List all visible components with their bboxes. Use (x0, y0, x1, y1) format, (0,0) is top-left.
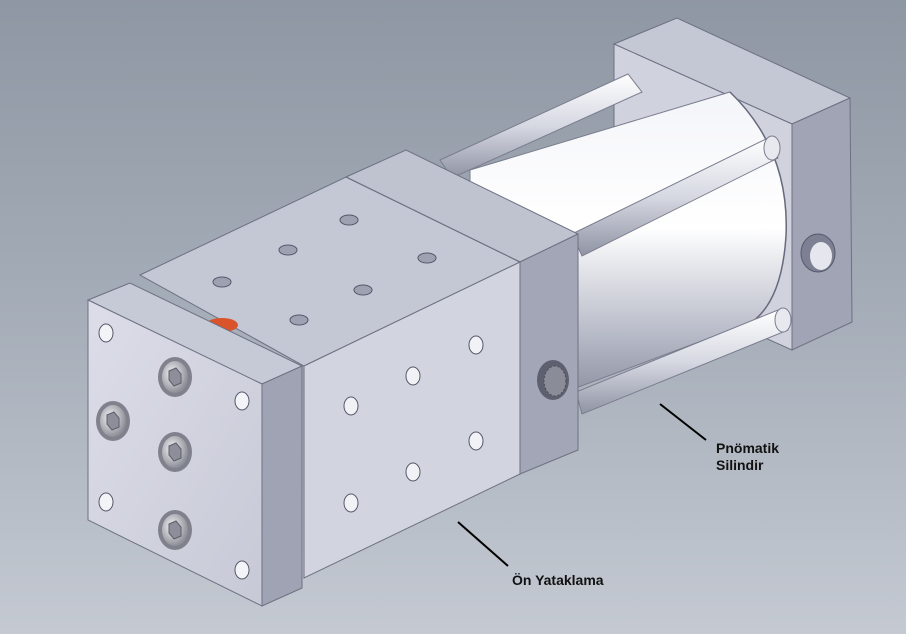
hex-socket-screws (96, 357, 192, 550)
front-bearing-block (138, 149, 580, 579)
screw-icon (158, 510, 192, 550)
label-pneumatic-cylinder-line2: Silindir (716, 457, 764, 473)
screw-icon (158, 357, 192, 397)
screw-icon (96, 401, 130, 441)
top-mounting-holes (212, 214, 437, 326)
side-mounting-holes (343, 335, 484, 513)
screw-icon (158, 432, 192, 472)
tie-rod-lower (575, 307, 792, 415)
leader-line-pneumatic-cylinder (659, 403, 707, 441)
label-front-bearing: Ön Yataklama (512, 572, 604, 588)
tie-rod-middle (571, 135, 781, 257)
corner-holes (98, 323, 250, 580)
label-pneumatic-cylinder-line1: Pnömatik (716, 440, 780, 456)
label-pneumatic-cylinder: Pnömatik Silindir (716, 440, 779, 474)
leader-line-front-bearing (457, 521, 509, 567)
